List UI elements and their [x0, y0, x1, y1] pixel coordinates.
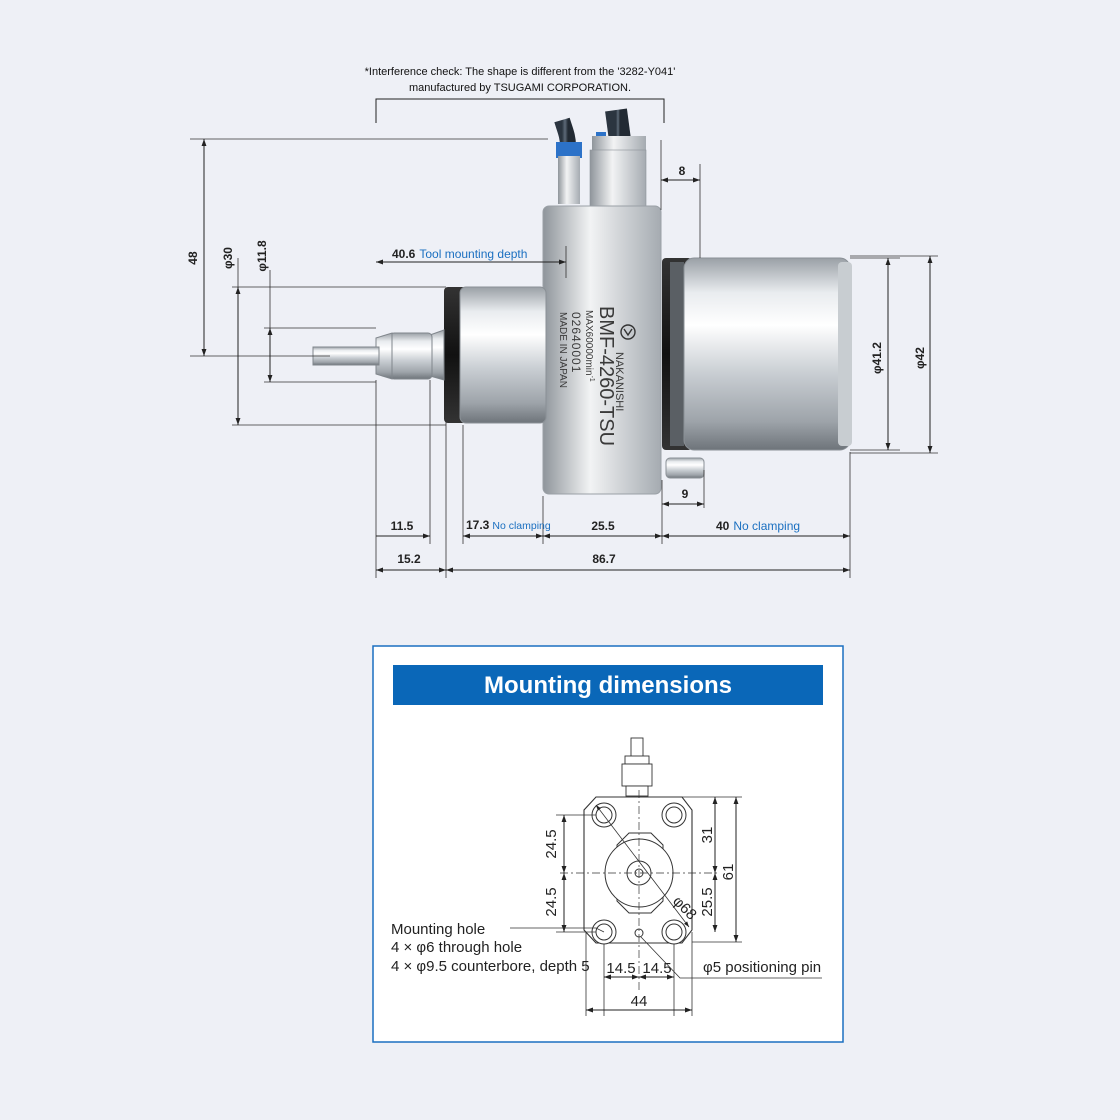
mounting-title: Mounting dimensions [484, 672, 732, 699]
dim-24-5-bottom-label: 24.5 [543, 887, 560, 916]
dim-31-label: 31 [699, 827, 716, 844]
dim-phi30-label: φ30 [221, 247, 235, 269]
dim-phi42-label: φ42 [913, 347, 927, 369]
dim-phi11-8-label: φ11.8 [255, 240, 269, 272]
fitting-right [589, 149, 647, 207]
front-housing [459, 286, 547, 424]
dim-86-7-label: 86.7 [592, 552, 616, 566]
pin-label: φ5 positioning pin [703, 959, 821, 976]
dim-25-5-label: 25.5 [591, 519, 615, 533]
pin-leader [640, 936, 822, 979]
fitting-nut-top [592, 136, 646, 152]
dim-61-label: 61 [720, 864, 737, 881]
mounting-hole-leader [510, 927, 605, 933]
air-port [665, 457, 705, 479]
dim-8-label: 8 [679, 164, 686, 178]
fitting-collar-left [556, 142, 582, 158]
brand-name: NAKANISHI [613, 352, 625, 411]
interference-bracket [375, 98, 665, 123]
air-hose-right [605, 108, 631, 142]
made-in: MADE IN JAPAN [557, 312, 568, 388]
model-name: BMF-4260-TSU [595, 306, 617, 446]
dim-phi41-2-label: φ41.2 [870, 342, 884, 374]
dim-9-label: 9 [682, 487, 689, 501]
mounting-hole-top-right [661, 802, 687, 828]
collet-nut [389, 332, 433, 380]
mounting-title-bar [393, 665, 823, 705]
o-ring-inner [670, 262, 684, 446]
mounting-panel: Mounting dimensions φ68 2 [372, 645, 844, 1043]
motor-housing [683, 257, 851, 451]
max-speed: MAX60000min-1 [583, 310, 595, 382]
dim-15-2-label: 15.2 [397, 552, 421, 566]
fitting-left [558, 156, 580, 204]
dim-24-5-top-label: 24.5 [543, 829, 560, 858]
mounting-hole-label: Mounting hole [391, 921, 485, 938]
note-line-2: manufactured by TSUGAMI CORPORATION. [409, 82, 631, 94]
dim-phi68-line [595, 804, 690, 928]
note-line-1: *Interference check: The shape is differ… [365, 66, 676, 78]
mounting-hole-spec-1: 4 × φ6 through hole [391, 939, 522, 956]
interference-note: *Interference check: The shape is differ… [365, 66, 676, 123]
dim-44-label: 44 [631, 993, 648, 1010]
body-engraving: NAKANISHI BMF-4260-TSU MAX60000min-1 026… [557, 306, 625, 446]
dim-11-5-label: 11.5 [391, 519, 414, 533]
dim-14-5-left-label: 14.5 [606, 960, 635, 977]
dim-14-5-right-label: 14.5 [642, 960, 671, 977]
mounting-fitting [621, 737, 653, 797]
nakanishi-logo [620, 324, 636, 340]
serial-number: 02640001 [569, 312, 583, 373]
dim-25-5-mount-label: 25.5 [699, 887, 716, 916]
motor-endcap [838, 262, 852, 446]
mounting-hole-bottom-right [661, 919, 687, 945]
dim-48-label: 48 [186, 251, 200, 265]
spindle-illustration: NAKANISHI BMF-4260-TSU MAX60000min-1 026… [312, 108, 852, 495]
mounting-hole-spec-2: 4 × φ9.5 counterbore, depth 5 [391, 958, 590, 975]
